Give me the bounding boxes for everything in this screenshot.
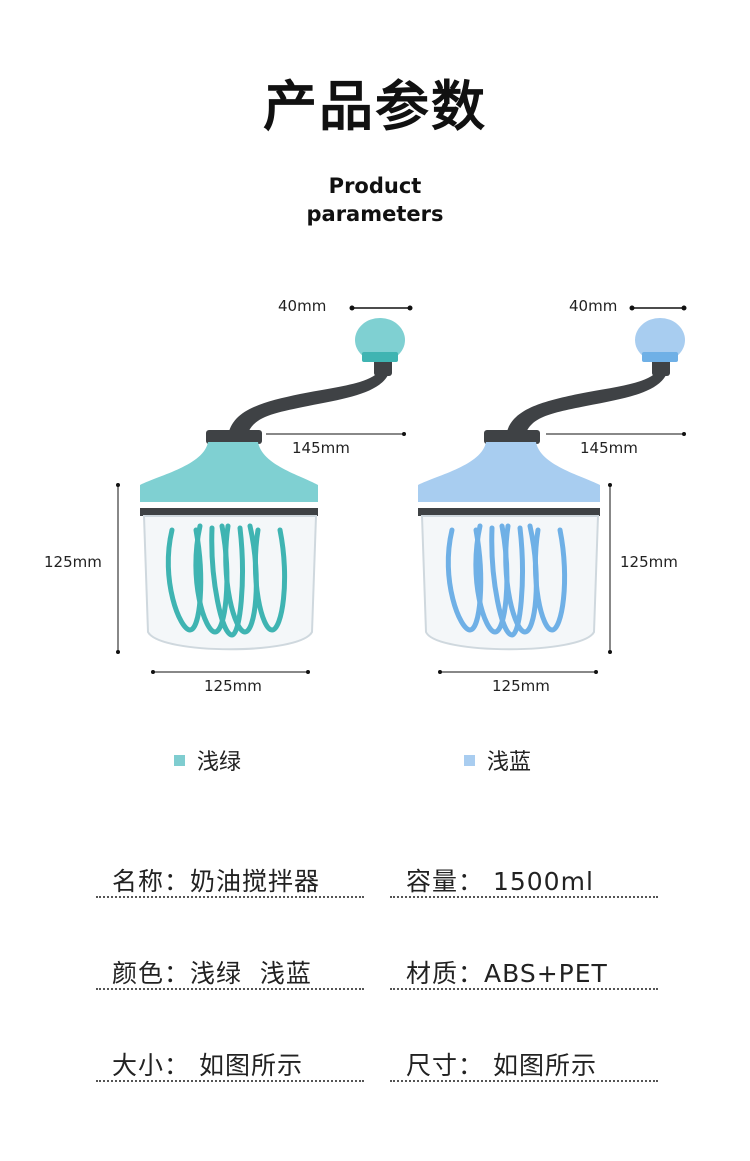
green-handle-dimension: 145mm xyxy=(292,439,350,457)
page-subtitle: Product parameters xyxy=(0,172,750,228)
param-color-value: 浅绿 浅蓝 xyxy=(190,959,312,988)
divider xyxy=(96,988,364,990)
blue-mixer-illustration xyxy=(418,305,687,674)
param-dimensions-label: 尺寸： xyxy=(406,1051,485,1080)
green-width-dimension: 125mm xyxy=(204,677,262,695)
color-label-blue: 浅蓝 xyxy=(487,750,532,775)
green-knob-dimension: 40mm xyxy=(278,297,327,315)
param-name-label: 名称： xyxy=(112,867,191,896)
blue-handle-dimension: 145mm xyxy=(580,439,638,457)
param-dimensions: 尺寸： 如图所示 xyxy=(406,1046,597,1082)
param-size-label: 大小： xyxy=(112,1051,191,1080)
divider xyxy=(96,896,364,898)
blue-height-dimension: 125mm xyxy=(620,553,678,571)
param-size-value: 如图所示 xyxy=(190,1051,303,1080)
param-capacity: 容量： 1500ml xyxy=(406,862,594,898)
divider xyxy=(390,988,658,990)
color-option-blue: 浅蓝 xyxy=(464,744,531,776)
green-height-dimension: 125mm xyxy=(44,553,102,571)
param-capacity-label: 容量： xyxy=(406,867,485,896)
param-dimensions-value: 如图所示 xyxy=(484,1051,597,1080)
param-material-label: 材质： xyxy=(406,959,485,988)
divider xyxy=(96,1080,364,1082)
blue-width-dimension: 125mm xyxy=(492,677,550,695)
subtitle-line-2: parameters xyxy=(306,202,444,226)
blue-knob-dimension: 40mm xyxy=(569,297,618,315)
product-illustrations xyxy=(116,305,687,674)
color-label-green: 浅绿 xyxy=(197,750,242,775)
param-size: 大小： 如图所示 xyxy=(112,1046,303,1082)
param-material: 材质：ABS+PET xyxy=(406,954,608,990)
subtitle-line-1: Product xyxy=(328,174,422,198)
green-swatch-icon xyxy=(174,754,185,766)
divider xyxy=(390,1080,658,1082)
param-color-label: 颜色： xyxy=(112,959,191,988)
param-capacity-value: 1500ml xyxy=(484,867,594,896)
page-title: 产品参数 xyxy=(263,75,487,138)
product-figure: 40mm 145mm 125mm 125mm 40mm 145mm 125mm … xyxy=(0,280,750,700)
green-mixer-illustration xyxy=(116,305,413,674)
param-name: 名称：奶油搅拌器 xyxy=(112,862,320,898)
param-color: 颜色：浅绿 浅蓝 xyxy=(112,954,312,990)
divider xyxy=(390,896,658,898)
blue-swatch-icon xyxy=(464,754,475,766)
param-name-value: 奶油搅拌器 xyxy=(190,867,321,896)
param-material-value: ABS+PET xyxy=(484,959,608,988)
color-option-green: 浅绿 xyxy=(174,744,241,776)
